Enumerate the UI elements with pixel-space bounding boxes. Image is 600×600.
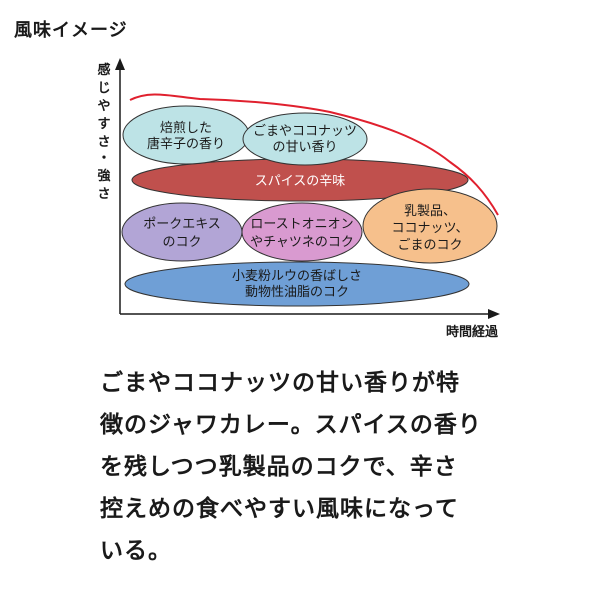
flavor-diagram: 感 じ や す さ ・ 強 さ 時間経過 小麦粉ルウの香ばしさ 動物性油脂のコク… — [97, 58, 500, 340]
intensity-curve — [129, 93, 499, 216]
ellipse-flour-roux — [124, 261, 470, 307]
sesame-label-line1: ごまやココナッツ — [253, 123, 357, 139]
dairy-label-line3: ごまのコク — [397, 237, 462, 253]
y-label-char: す — [97, 117, 110, 132]
onion-label-line1: ローストオニオン — [250, 217, 353, 232]
spice-label: スパイスの辛味 — [255, 174, 346, 189]
description-line: ごまやココナッツの甘い香りが特 — [100, 370, 460, 396]
x-axis-arrow — [488, 309, 500, 319]
ellipse-pork-extract — [121, 202, 243, 262]
y-label-char: 強 — [97, 168, 110, 184]
roasted-label-line2: 唐辛子の香り — [147, 136, 225, 152]
y-label-char: ・ — [97, 151, 110, 166]
y-axis-label: 感 じ や す さ ・ 強 さ — [97, 62, 110, 202]
description: ごまやココナッツの甘い香りが特 徴のジャワカレー。スパイスの香り を残しつつ乳製… — [100, 362, 510, 572]
description-line: 控えめの食べやすい風味になって — [100, 496, 459, 522]
dairy-label-line1: 乳製品、 — [404, 204, 456, 219]
y-label-char: や — [97, 99, 110, 114]
roasted-label-line1: 焙煎した — [160, 120, 212, 136]
ellipse-dairy-coconut — [362, 188, 498, 264]
flour-label-line2: 動物性油脂のコク — [245, 285, 349, 300]
description-line: いる。 — [100, 538, 172, 564]
description-line: 徴のジャワカレー。スパイスの香り — [100, 412, 482, 438]
pork-label-line2: のコク — [162, 235, 201, 250]
flour-label-line1: 小麦粉ルウの香ばしさ — [232, 269, 362, 284]
y-label-char: 感 — [97, 62, 110, 78]
dairy-label-line2: ココナッツ、 — [392, 221, 469, 236]
ellipse-roast-onion — [241, 202, 363, 262]
x-axis-label: 時間経過 — [446, 324, 499, 340]
y-label-char: さ — [97, 187, 110, 202]
y-label-char: じ — [97, 81, 110, 96]
page-heading: 風味イメージ — [14, 20, 128, 41]
y-label-char: さ — [97, 135, 110, 150]
pork-label-line1: ポークエキス — [143, 217, 221, 232]
ellipse-sesame-coconut — [242, 112, 368, 166]
y-axis-arrow — [115, 58, 125, 70]
onion-label-line2: やチャツネのコク — [250, 235, 354, 250]
description-line: を残しつつ乳製品のコクで、辛さ — [100, 454, 458, 480]
sesame-label-line2: の甘い香り — [272, 140, 337, 155]
